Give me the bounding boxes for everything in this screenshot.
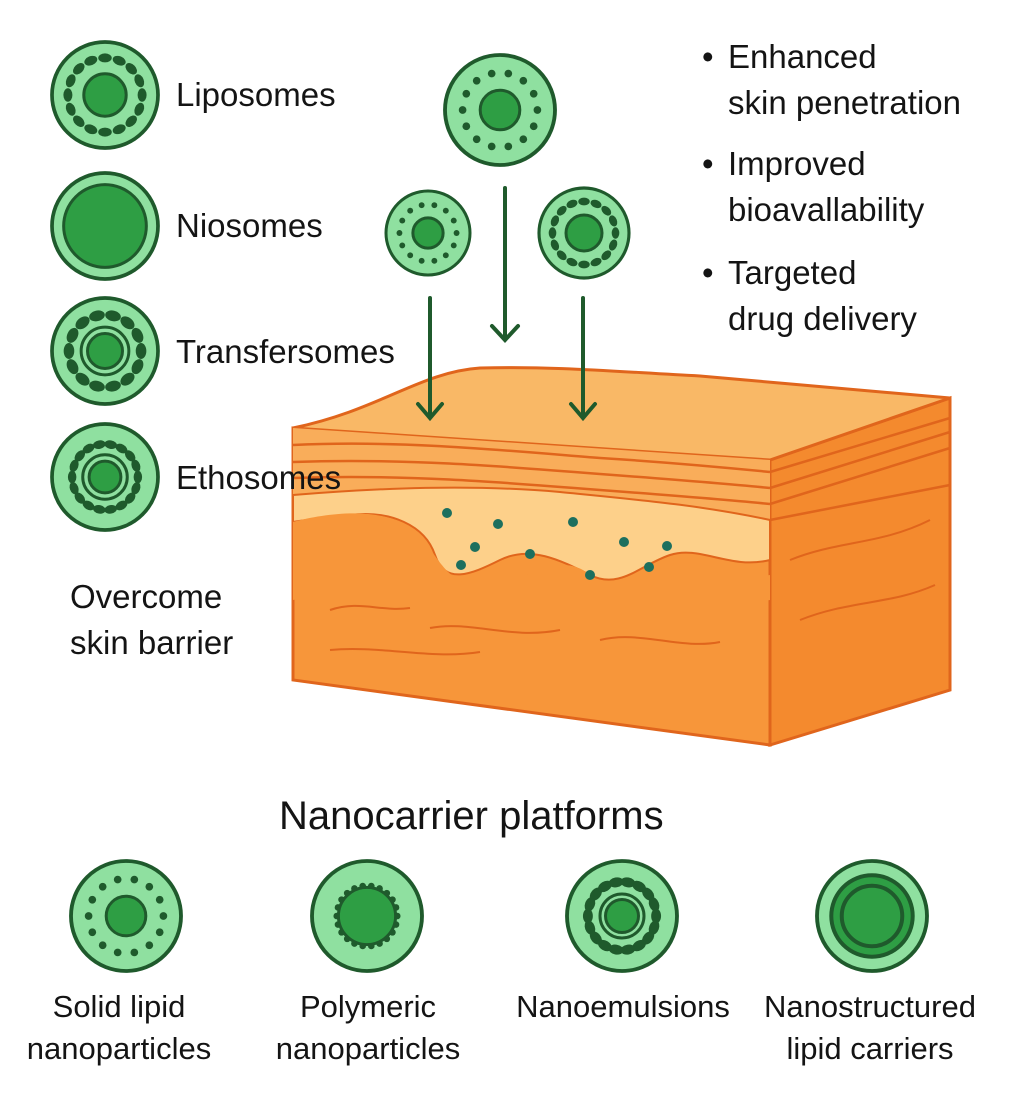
arrow-center [490,186,520,343]
platform-2-line-1: Polymeric [299,989,437,1024]
bullet-1: • [702,38,714,75]
benefit-2-line-1: Improved [728,145,866,182]
label-ethosomes: Ethosomes [176,459,342,496]
platform-1-line-1: Solid lipid [52,989,186,1024]
side-line-2 [769,430,951,490]
side-line-1 [769,416,951,474]
stratum-line-3 [292,475,771,506]
bullet-3: • [702,254,714,291]
side-strand-2 [799,584,936,621]
arrow-right [569,296,597,422]
platform-label-solid-lipid: Solid lipid nanoparticles [14,986,224,1070]
dermis-strand-1 [329,604,411,611]
dermis-strand-3 [599,636,721,645]
benefit-1-line-2: skin penetration [728,84,961,121]
falling-carrier-left-icon [384,189,472,277]
carrier-icon-column [50,40,160,532]
platform-3-line-1: Nanoemulsions [516,989,730,1024]
platform-2-line-2: nanoparticles [275,1031,461,1066]
liposome-icon [50,40,160,150]
benefit-targeted: • Targeted drug delivery [702,250,917,342]
falling-carrier-right-icon [537,186,631,280]
label-niosomes: Niosomes [176,207,323,244]
niosome-icon [50,171,160,281]
nanoemulsion-icon [565,859,679,973]
drug-particles [442,508,672,580]
barrier-caption: Overcome skin barrier [70,574,233,666]
ethosome-icon [50,422,160,532]
platform-label-nanoemulsions: Nanoemulsions [506,986,740,1028]
section-title: Nanocarrier platforms [279,794,664,838]
skin-top-face [292,366,951,462]
side-line-4 [769,483,951,522]
barrier-line-2: skin barrier [70,624,234,661]
solid-lipid-nanoparticle-icon [69,859,183,973]
stratum-band [293,428,770,520]
platform-label-polymeric: Polymeric nanoparticles [263,986,473,1070]
benefit-2-line-2: bioavallability [728,191,925,228]
label-transfersomes: Transfersomes [176,333,395,370]
side-strand-1 [789,519,931,561]
benefit-3-line-1: Targeted [728,254,857,291]
stratum-line-1 [292,442,771,474]
benefit-1-line-1: Enhanced [728,38,877,75]
dermis-strand-2 [429,625,561,634]
platform-1-line-2: nanoparticles [26,1031,212,1066]
polymeric-nanoparticle-icon [310,859,424,973]
penetration-arrows [416,186,597,422]
skin-block [291,366,952,748]
benefit-3-line-2: drug delivery [728,300,917,337]
platform-4-line-1: Nanostructured [764,989,976,1024]
dermis-strand-4 [329,647,481,656]
label-liposomes: Liposomes [176,76,336,113]
dermis-boundary [293,513,770,613]
bullet-2: • [702,145,714,182]
epidermis-band [292,486,771,581]
benefit-enhanced: • Enhanced skin penetration [702,34,961,126]
side-line-3 [769,446,951,506]
benefit-improved: • Improved bioavallability [702,141,925,233]
stratum-line-2 [292,459,771,490]
falling-carriers [384,53,631,280]
arrow-left [416,296,444,422]
platform-4-line-2: lipid carriers [786,1031,954,1066]
falling-carrier-center-icon [443,53,557,167]
transfersome-icon [50,296,160,406]
barrier-line-1: Overcome [70,578,223,615]
platform-icon-row [69,859,929,973]
platform-label-nanostructured: Nanostructured lipid carriers [748,986,992,1070]
nanostructured-lipid-carrier-icon [815,859,929,973]
